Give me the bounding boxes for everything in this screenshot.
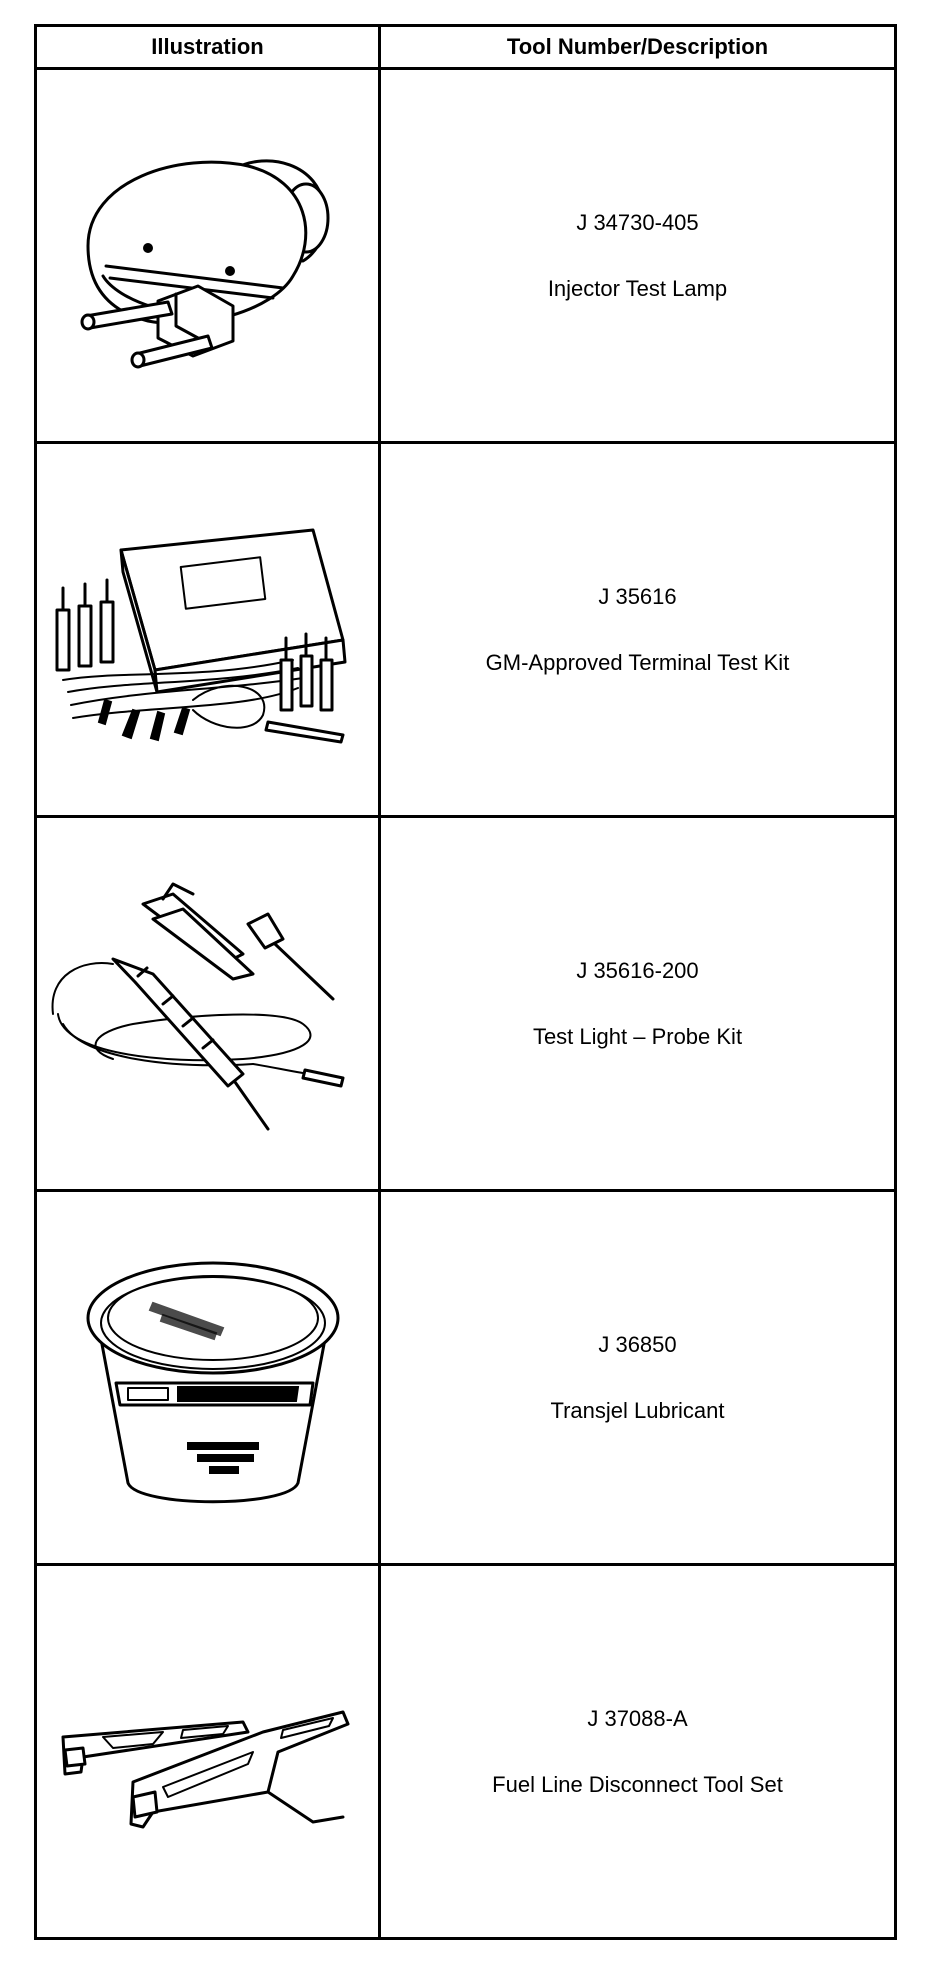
tool-description: Fuel Line Disconnect Tool Set <box>492 1771 783 1797</box>
tool-number: J 37088-A <box>587 1705 688 1731</box>
table-row: J 36850 Transjel Lubricant <box>34 1189 897 1566</box>
tool-number: J 35616-200 <box>576 957 699 983</box>
test-light-probe-kit-icon <box>51 882 344 1130</box>
tool-description-cell: J 36850 Transjel Lubricant <box>378 1189 897 1566</box>
table-row: J 37088-A Fuel Line Disconnect Tool Set <box>34 1563 897 1940</box>
fuel-line-disconnect-tools-icon <box>61 1710 349 1828</box>
terminal-test-kit-icon <box>55 528 346 743</box>
table-row: J 35616-200 Test Light – Probe Kit <box>34 815 897 1192</box>
tool-number-description-column-header: Tool Number/Description <box>378 24 897 70</box>
table-row: J 35616 GM-Approved Terminal Test Kit <box>34 441 897 818</box>
illustration-cell <box>34 1563 381 1940</box>
illustration-cell <box>34 441 381 818</box>
illustration-cell <box>34 815 381 1192</box>
tool-description: Test Light – Probe Kit <box>532 1023 743 1049</box>
injector-test-lamp-icon <box>80 159 329 368</box>
tool-number: J 36850 <box>598 1331 677 1357</box>
tool-description: Transjel Lubricant <box>550 1397 725 1423</box>
table-header-row: Illustration Tool Number/Description <box>34 24 897 70</box>
tool-number: J 35616 <box>598 583 677 609</box>
special-tools-table: Illustration Tool Number/Description <box>34 24 897 1940</box>
tool-description-cell: J 37088-A Fuel Line Disconnect Tool Set <box>378 1563 897 1940</box>
illustration-cell <box>34 1189 381 1566</box>
tool-number: J 34730-405 <box>576 209 699 235</box>
tool-description-cell: J 35616 GM-Approved Terminal Test Kit <box>378 441 897 818</box>
tool-description-cell: J 35616-200 Test Light – Probe Kit <box>378 815 897 1192</box>
tool-description: GM-Approved Terminal Test Kit <box>485 649 790 675</box>
illustration-cell <box>34 67 381 444</box>
table-row: J 34730-405 Injector Test Lamp <box>34 67 897 444</box>
tool-description-cell: J 34730-405 Injector Test Lamp <box>378 67 897 444</box>
illustration-column-header: Illustration <box>34 24 381 70</box>
tool-description: Injector Test Lamp <box>547 275 728 301</box>
transjel-lubricant-tub-icon <box>86 1261 339 1503</box>
